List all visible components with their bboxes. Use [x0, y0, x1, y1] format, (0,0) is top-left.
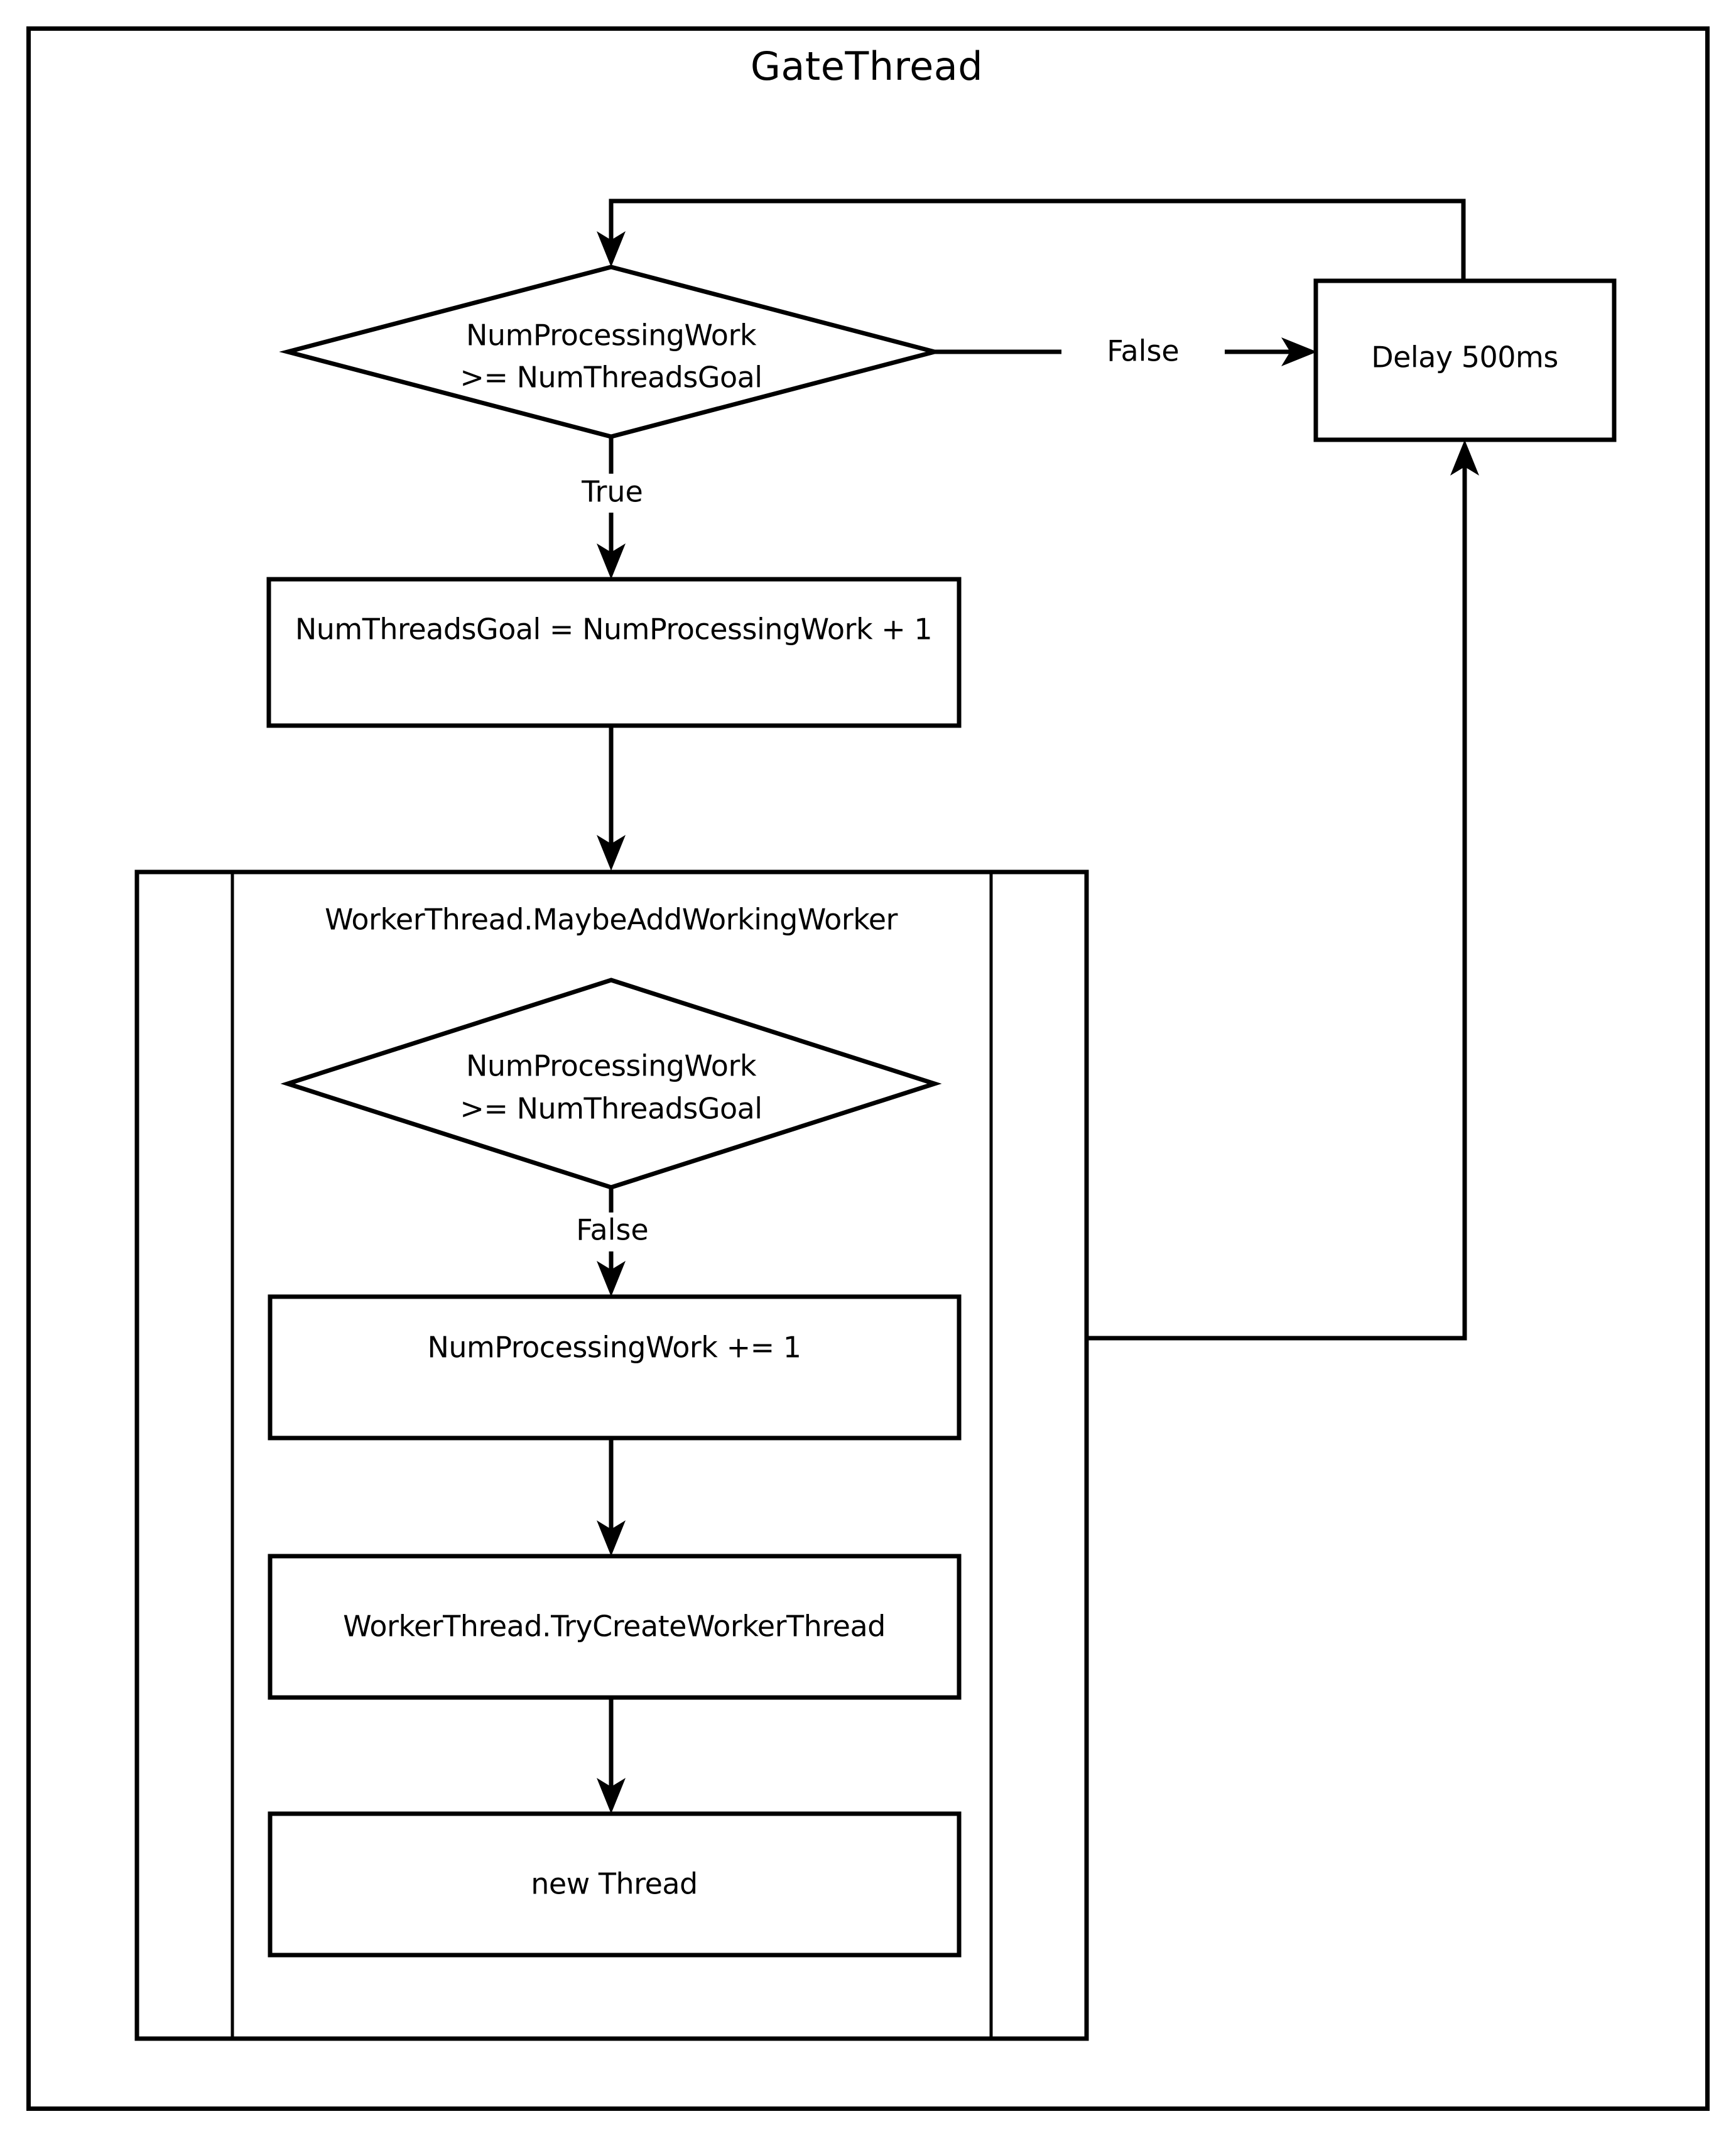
arrowhead-into-newthread — [597, 1778, 626, 1814]
decision-gate-line1: NumProcessingWork — [466, 319, 757, 352]
arrowhead-into-setgoal — [597, 543, 626, 579]
try-create-label: WorkerThread.TryCreateWorkerThread — [343, 1610, 886, 1643]
try-create-box — [268, 1554, 962, 1700]
edge-increment-to-delay — [1087, 463, 1467, 1341]
arrowhead-into-delay — [1281, 337, 1317, 366]
page-title: GateThread — [751, 43, 983, 89]
increment-work-box — [268, 1294, 962, 1441]
false-label-backing — [1061, 333, 1225, 372]
edge-delay-to-gate — [609, 199, 1466, 281]
edge-label-gate-true: True — [581, 475, 643, 509]
inner-false-label-backing — [553, 1212, 672, 1251]
set-goal-label: NumThreadsGoal = NumProcessingWork + 1 — [295, 613, 932, 646]
true-label-backing — [553, 474, 672, 513]
subprocess-label: WorkerThread.MaybeAddWorkingWorker — [325, 903, 898, 937]
edge-label-inner-false: False — [576, 1213, 648, 1247]
set-goal-box — [266, 577, 962, 728]
decision-gate-line2: >= NumThreadsGoal — [460, 361, 762, 395]
new-thread-label: new Thread — [531, 1867, 698, 1901]
arrowhead-into-gate — [597, 231, 626, 267]
arrowhead-into-increment — [597, 1261, 626, 1297]
arrowhead-into-subprocess — [597, 835, 626, 871]
arrowhead-into-trycreate — [597, 1520, 626, 1556]
delay-label: Delay 500ms — [1371, 341, 1558, 374]
increment-work-label: NumProcessingWork += 1 — [427, 1331, 801, 1365]
delay-box — [1313, 278, 1617, 442]
edge-label-gate-false: False — [1107, 334, 1179, 368]
new-thread-box — [268, 1811, 962, 1958]
decision-inner-line2: >= NumThreadsGoal — [460, 1092, 762, 1126]
decision-inner-line1: NumProcessingWork — [466, 1049, 757, 1083]
arrowhead-into-delay-bottom — [1450, 440, 1479, 476]
